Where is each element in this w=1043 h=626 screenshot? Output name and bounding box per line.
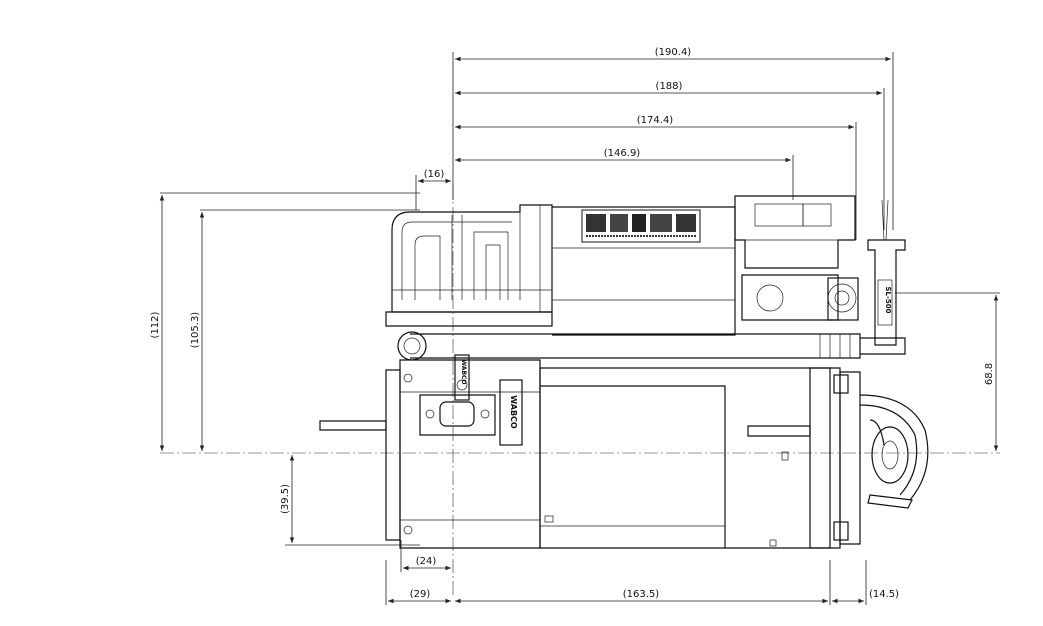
dimension-16: (16) — [418, 169, 451, 184]
mounting-bracket — [319, 359, 541, 549]
center-lines — [160, 185, 1000, 598]
dim-label-39-5: (39.5) — [280, 484, 291, 514]
dimension-29: (29) — [388, 589, 451, 604]
dimension-105-3: (105.3) — [190, 212, 205, 451]
dim-label-146-9: (146.9) — [604, 148, 641, 159]
wiring-harness — [859, 394, 929, 509]
extension-lines — [160, 52, 1000, 605]
cylinder-head — [385, 204, 553, 327]
dimension-68-8: 68.8 — [984, 295, 999, 451]
air-pipe — [397, 331, 906, 361]
electrical-connector: SL-500 — [867, 199, 906, 346]
dim-label-188: (188) — [656, 81, 683, 92]
dimension-112: (112) — [150, 195, 165, 451]
side-brand-text: WABCO — [460, 359, 467, 384]
dim-label-112: (112) — [150, 311, 161, 338]
dim-label-163-5: (163.5) — [623, 589, 660, 600]
dimension-190-4: (190.4) — [455, 47, 891, 62]
connector-text: SL-500 — [884, 286, 892, 313]
motor-cylinder — [539, 367, 831, 549]
dimension-163-5: (163.5) — [455, 589, 828, 604]
dimension-39-5: (39.5) — [280, 455, 295, 543]
dim-label-68-8: 68.8 — [984, 363, 995, 385]
dimension-188: (188) — [455, 81, 882, 96]
dim-label-14-5: (14.5) — [869, 589, 899, 600]
dimension-146-9: (146.9) — [455, 148, 791, 163]
dim-label-29: (29) — [410, 589, 431, 600]
valve-block — [734, 195, 859, 321]
dim-label-190-4: (190.4) — [655, 47, 692, 58]
dimension-14-5: (14.5) — [832, 589, 899, 604]
dimension-174-4: (174.4) — [455, 115, 854, 130]
relief-valve: WABCO WABCO — [419, 354, 523, 446]
dim-label-24: (24) — [416, 556, 437, 567]
dim-label-105-3: (105.3) — [190, 312, 201, 349]
end-flange — [747, 367, 861, 549]
dimension-24: (24) — [403, 556, 451, 571]
valve-brand-text: WABCO — [509, 395, 518, 429]
dim-label-16: (16) — [424, 169, 445, 180]
upper-housing — [552, 206, 736, 336]
dim-label-174-4: (174.4) — [637, 115, 674, 126]
